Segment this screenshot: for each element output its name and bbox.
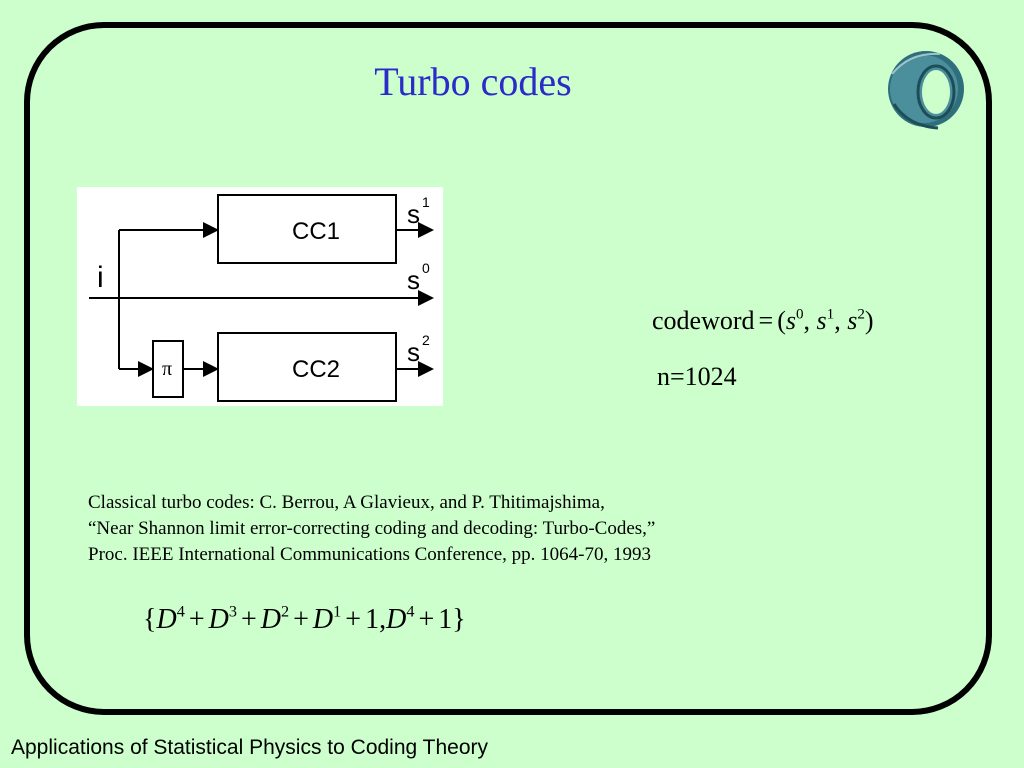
generator-polynomials: {D4+D3+D2+D1+1,D4+1} xyxy=(143,604,466,636)
codeword-sup2: 2 xyxy=(857,306,865,323)
codeword-s2: s xyxy=(847,306,858,335)
gen-d-5: D xyxy=(386,604,407,635)
slide-footer: Applications of Statistical Physics to C… xyxy=(11,736,489,759)
input-label: i xyxy=(97,261,104,294)
encoder2-box xyxy=(217,332,397,402)
turbo-encoder-diagram: CC1 CC2 π i s 1 s 0 s 2 xyxy=(77,187,443,406)
gen-pow-4a: 4 xyxy=(176,602,185,621)
encoder1-label: CC1 xyxy=(292,218,340,245)
slide-frame xyxy=(24,22,992,715)
citation-line-1: Classical turbo codes: C. Berrou, A Glav… xyxy=(88,492,605,513)
codeword-equals: = xyxy=(758,306,774,335)
gen-plus-5: + xyxy=(418,604,435,635)
output0-base: s xyxy=(407,265,420,295)
interleaver-box xyxy=(152,340,184,398)
gen-plus-3: + xyxy=(293,604,309,635)
gen-d-2: D xyxy=(208,604,229,635)
output1-sup: 1 xyxy=(422,194,430,210)
gen-open-brace: { xyxy=(143,604,157,635)
interleaver-label: π xyxy=(162,358,172,380)
gen-pow-3: 3 xyxy=(228,602,237,621)
citation: Classical turbo codes: C. Berrou, A Glav… xyxy=(88,490,655,568)
codeword-lhs: codeword xyxy=(652,306,755,335)
codeword-open-paren: ( xyxy=(777,306,786,335)
codeword-s1: s xyxy=(816,306,827,335)
gen-one-2: 1 xyxy=(438,604,453,635)
gen-plus-2: + xyxy=(240,604,257,635)
slide-title: Turbo codes xyxy=(374,59,572,104)
gen-d-3: D xyxy=(260,604,281,635)
citation-line-2: “Near Shannon limit error-correcting cod… xyxy=(88,518,656,539)
gen-plus-4: + xyxy=(345,604,362,635)
codeword-sup1: 1 xyxy=(826,306,835,323)
output0-sup: 0 xyxy=(422,260,430,276)
output2-sup: 2 xyxy=(422,332,430,348)
block-length: n=1024 xyxy=(657,362,737,391)
gen-one-1: 1 xyxy=(365,604,380,635)
gen-d-1: D xyxy=(156,604,177,635)
gen-d-4: D xyxy=(312,604,334,635)
codeword-formula: codeword=(s0, s1, s2) xyxy=(652,306,874,336)
codeword-comma2: , xyxy=(834,306,841,335)
codeword-sup0: 0 xyxy=(795,306,804,323)
gen-comma: , xyxy=(379,604,387,635)
citation-line-3: Proc. IEEE International Communications … xyxy=(88,544,652,565)
gen-pow-1: 1 xyxy=(333,602,342,621)
codeword-close-paren: ) xyxy=(864,306,874,335)
gen-close-brace: } xyxy=(452,604,466,635)
encoder1-box xyxy=(217,194,397,264)
gen-plus-1: + xyxy=(188,604,205,635)
output2-base: s xyxy=(407,337,420,367)
gen-pow-2: 2 xyxy=(281,602,290,621)
encoder2-label: CC2 xyxy=(292,356,340,383)
codeword-comma1: , xyxy=(803,306,811,335)
torus-logo-icon xyxy=(888,51,964,130)
output1-base: s xyxy=(407,199,420,229)
gen-pow-4b: 4 xyxy=(406,602,415,621)
codeword-s0: s xyxy=(785,306,796,335)
